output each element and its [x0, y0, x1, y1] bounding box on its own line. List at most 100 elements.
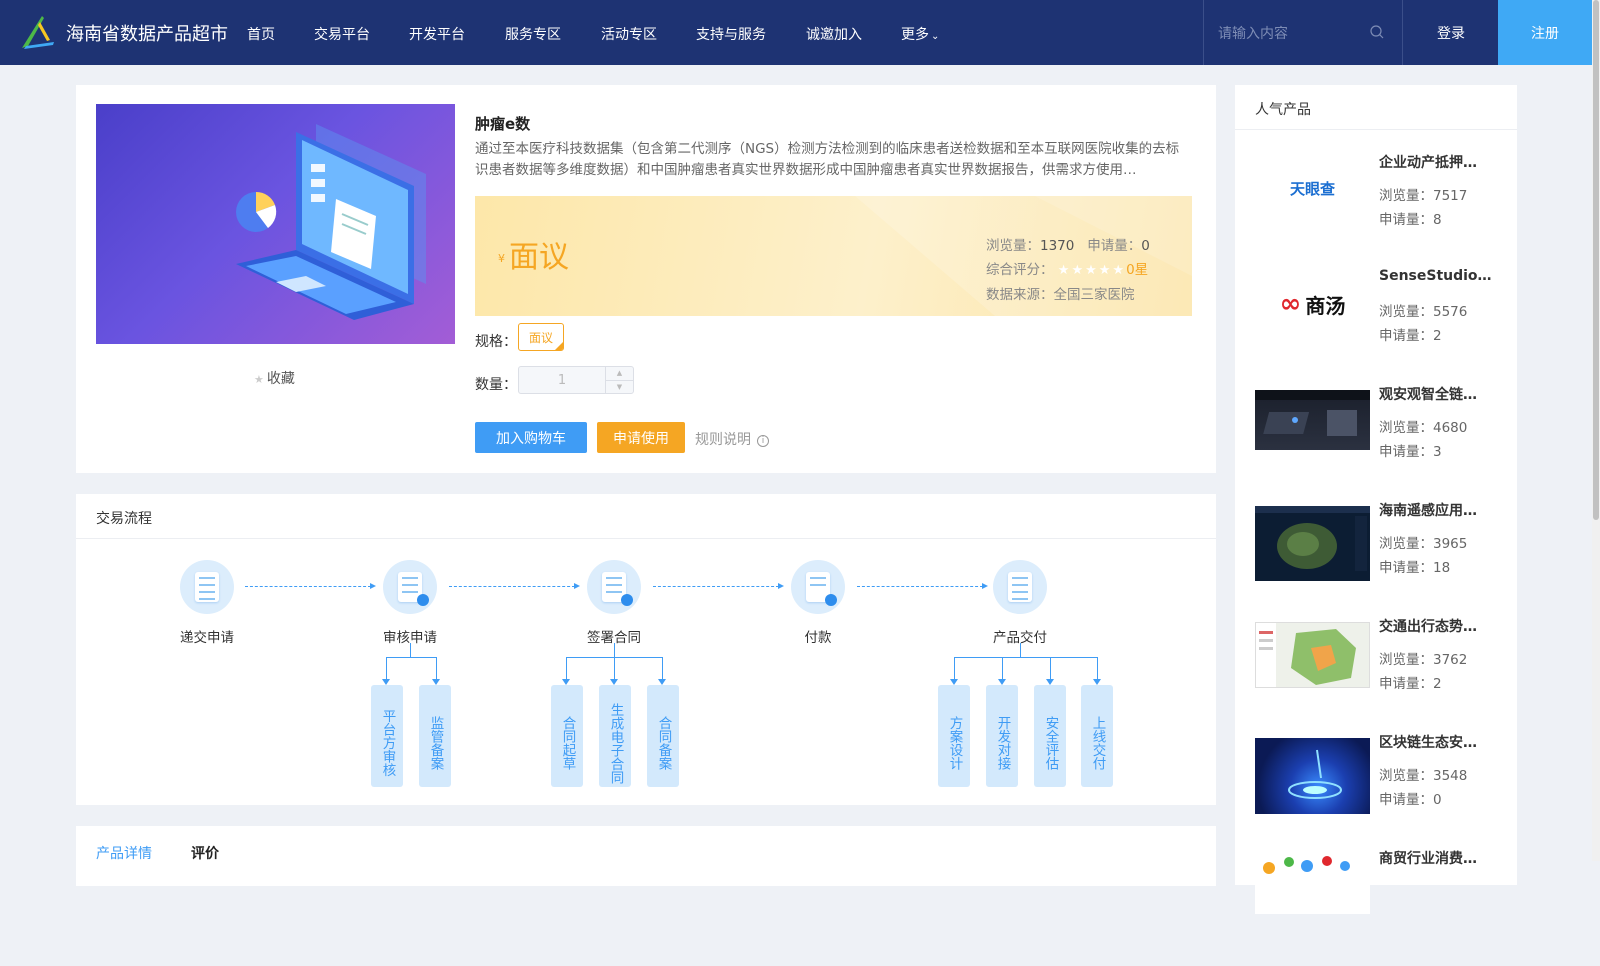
- arrow-connector: [653, 583, 784, 589]
- search-box: [1203, 0, 1403, 65]
- nav-services[interactable]: 服务专区: [505, 27, 561, 43]
- branch-line: [954, 657, 955, 679]
- product-views: 浏览量：7517: [1379, 188, 1468, 204]
- product-views: 浏览量：3548: [1379, 768, 1468, 784]
- arrow-tip: [432, 679, 440, 685]
- product-name: 企业动产抵押…: [1379, 155, 1477, 171]
- tab-product-details[interactable]: 产品详情: [96, 846, 152, 862]
- rules-label: 规则说明: [695, 432, 751, 448]
- transaction-flow-card: 交易流程: [76, 494, 1216, 805]
- nav-support[interactable]: 支持与服务: [696, 27, 766, 43]
- substep-go-live: 上线交付: [1081, 685, 1113, 787]
- source-value: 全国三家医院: [1053, 287, 1135, 303]
- sensetime-logo: 商汤: [1305, 293, 1346, 318]
- add-to-cart-button[interactable]: 加入购物车: [475, 422, 587, 453]
- popular-product-item[interactable]: 海南遥感应用… 浏览量：3965 申请量：18: [1255, 503, 1505, 618]
- tab-reviews[interactable]: 评价: [191, 846, 219, 862]
- site-title[interactable]: 海南省数据产品超市: [66, 24, 228, 45]
- submit-application-icon: [180, 560, 234, 614]
- rules-link[interactable]: 规则说明 i: [695, 429, 769, 449]
- increase-icon[interactable]: ▲: [606, 367, 633, 381]
- quantity-stepper[interactable]: 1 ▲ ▼: [518, 366, 634, 394]
- divider: [1235, 129, 1517, 130]
- product-name: 交通出行态势…: [1379, 619, 1477, 635]
- product-views: 浏览量：3762: [1379, 652, 1468, 668]
- nav-join[interactable]: 诚邀加入: [806, 27, 862, 43]
- product-views: 浏览量：5576: [1379, 304, 1468, 320]
- arrow-tip: [1093, 679, 1101, 685]
- popular-product-item[interactable]: 观安观智全链… 浏览量：4680 申请量：3: [1255, 387, 1505, 502]
- traffic-map-image: [1256, 623, 1356, 687]
- branch-line: [1002, 657, 1003, 679]
- quantity-label: 数量：: [475, 377, 517, 393]
- popular-product-item[interactable]: 交通出行态势… 浏览量：3762 申请量：2: [1255, 619, 1505, 734]
- price-panel-decoration: [855, 196, 1192, 316]
- product-card: ★收藏 肿瘤e数 通过至本医疗科技数据集（包含第二代测序（NGS）检测方法检测到…: [76, 85, 1216, 473]
- product-name: 商贸行业消费…: [1379, 851, 1477, 867]
- apply-use-button[interactable]: 申请使用: [597, 422, 685, 453]
- popular-product-item[interactable]: ∞ 商汤 SenseStudio… 浏览量：5576 申请量：2: [1255, 268, 1505, 386]
- nav-activities[interactable]: 活动专区: [601, 27, 657, 43]
- product-applies: 申请量：18: [1379, 560, 1451, 576]
- popular-product-item[interactable]: 区块链生态安… 浏览量：3548 申请量：0: [1255, 735, 1505, 850]
- sign-contract-icon: [587, 560, 641, 614]
- flow-title: 交易流程: [96, 511, 152, 527]
- spec-label: 规格：: [475, 334, 517, 350]
- popular-product-item[interactable]: 商贸行业消费…: [1255, 851, 1505, 966]
- payment-icon: [791, 560, 845, 614]
- branch-line: [614, 643, 615, 657]
- product-thumbnail: [1255, 390, 1370, 450]
- product-applies: 申请量：2: [1379, 676, 1442, 692]
- flow-step-label: 审核申请: [383, 630, 437, 646]
- selected-corner-icon: [554, 341, 563, 350]
- arrow-tip: [998, 679, 1006, 685]
- satellite-map-image: [1255, 506, 1370, 571]
- info-icon: i: [757, 435, 769, 447]
- favorite-button[interactable]: ★收藏: [254, 368, 295, 388]
- flow-step-delivery: 产品交付: [980, 560, 1060, 646]
- favorite-label: 收藏: [266, 371, 295, 387]
- search-input[interactable]: [1218, 24, 1368, 41]
- product-name: 海南遥感应用…: [1379, 503, 1477, 519]
- nav-dev-platform[interactable]: 开发平台: [409, 27, 465, 43]
- applies-value: 0: [1141, 238, 1150, 254]
- product-views: 浏览量：3965: [1379, 536, 1468, 552]
- arrow-tip: [950, 679, 958, 685]
- product-title: 肿瘤e数: [475, 115, 531, 133]
- branch-line: [410, 643, 411, 657]
- spec-option[interactable]: 面议: [518, 323, 564, 351]
- flow-step-label: 签署合同: [587, 630, 641, 646]
- product-thumbnail: [1255, 622, 1370, 688]
- substep-platform-review: 平台方审核: [371, 685, 403, 787]
- spec-option-label: 面议: [528, 330, 553, 345]
- quantity-arrows: ▲ ▼: [605, 367, 633, 393]
- login-button[interactable]: 登录: [1437, 25, 1465, 42]
- nav-trading-platform[interactable]: 交易平台: [314, 27, 370, 43]
- arrow-tip: [562, 679, 570, 685]
- register-button[interactable]: 注册: [1498, 0, 1592, 65]
- star-icon: ★: [254, 373, 264, 386]
- search-icon[interactable]: [1370, 25, 1384, 39]
- decrease-icon[interactable]: ▼: [616, 382, 623, 391]
- branch-line: [1097, 657, 1098, 679]
- product-stats: 浏览量：1370 申请量：0 综合评分： ★★★★★0星 数据来源：全国三家医院: [986, 234, 1150, 307]
- popular-product-item[interactable]: 天眼查 企业动产抵押… 浏览量：7517 申请量：8: [1255, 155, 1505, 270]
- branch-line: [436, 657, 437, 679]
- site-logo[interactable]: [18, 12, 58, 52]
- nav-more-label: 更多: [901, 27, 929, 43]
- nav-home[interactable]: 首页: [247, 27, 275, 43]
- flow-step-submit: 递交申请: [167, 560, 247, 646]
- quantity-value[interactable]: 1: [557, 372, 567, 388]
- product-applies: 申请量：0: [1379, 792, 1442, 808]
- arrow-tip: [610, 679, 618, 685]
- sensetime-logo-icon: ∞: [1279, 289, 1302, 319]
- review-stamp-icon: [383, 560, 437, 614]
- nav-more[interactable]: 更多⌄: [901, 24, 939, 44]
- product-applies: 申请量：8: [1379, 212, 1442, 228]
- scrollbar-thumb[interactable]: [1593, 0, 1599, 520]
- product-applies: 申请量：2: [1379, 328, 1442, 344]
- branch-line: [386, 657, 387, 679]
- rating-stars: ★★★★★: [1057, 263, 1127, 278]
- price-value: 面议: [509, 240, 569, 275]
- applies-label: 申请量：: [1087, 238, 1142, 254]
